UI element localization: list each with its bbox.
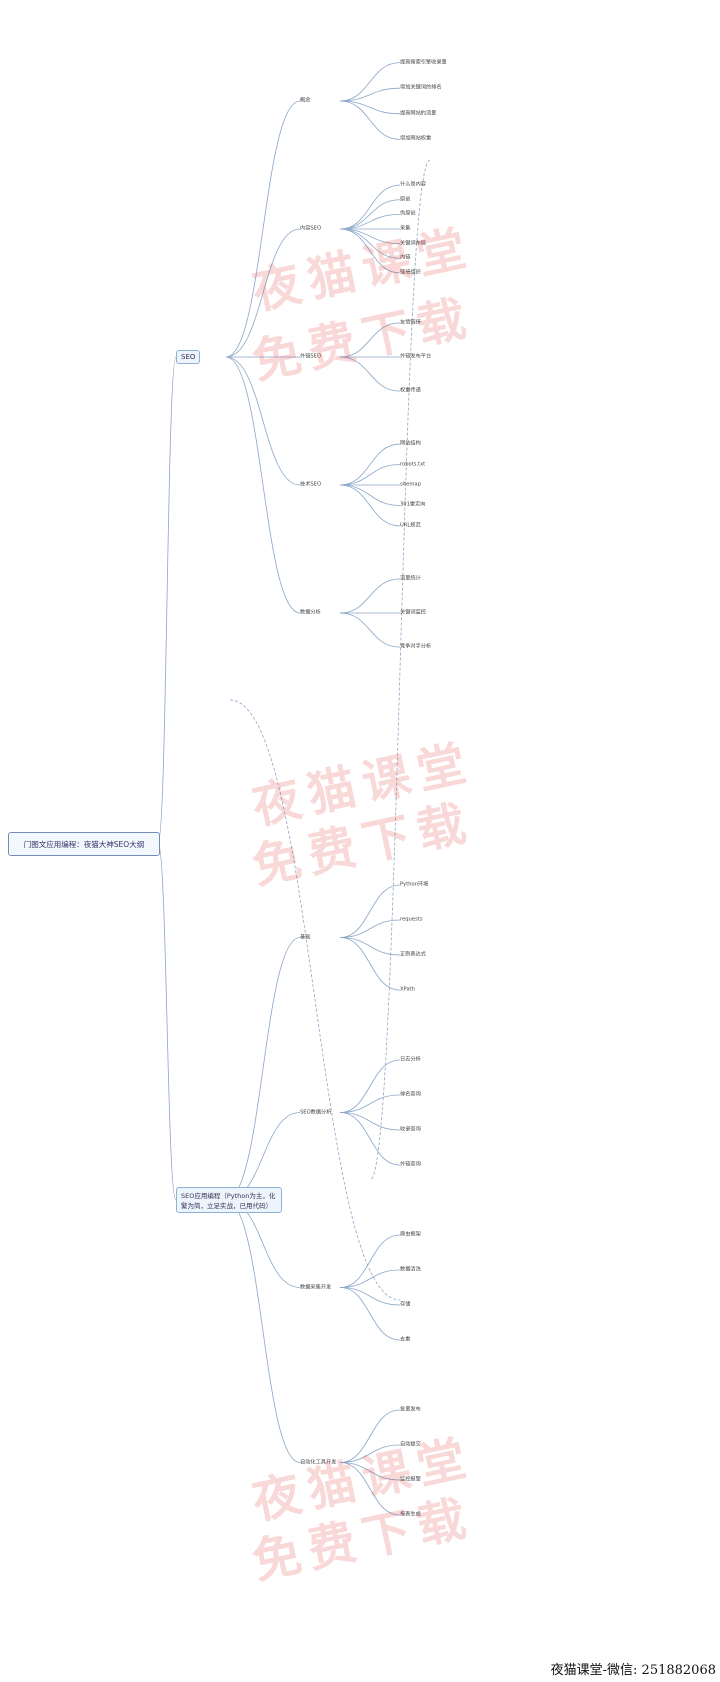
section-to-topic-link bbox=[225, 1199, 301, 1288]
item-node[interactable]: 爬虫框架 bbox=[400, 1231, 421, 1238]
topic-to-item-link bbox=[339, 919, 401, 938]
topic-to-item-link bbox=[339, 1234, 401, 1288]
topic-node[interactable]: 基础 bbox=[300, 934, 311, 940]
topic-to-item-link bbox=[339, 184, 401, 230]
topic-to-item-link bbox=[339, 87, 401, 102]
topic-to-item-link bbox=[339, 1287, 401, 1341]
item-node[interactable]: 增加关键词的排名 bbox=[400, 84, 442, 91]
item-node[interactable]: 排名查询 bbox=[400, 1091, 421, 1098]
topic-to-item-link bbox=[339, 213, 401, 230]
topic-node[interactable]: SEO数据分析 bbox=[300, 1109, 332, 1115]
section-to-topic-link bbox=[225, 1199, 301, 1463]
topic-to-item-link bbox=[339, 937, 401, 991]
topic-node[interactable]: 概念 bbox=[300, 97, 311, 104]
topic-to-item-link bbox=[339, 443, 401, 486]
item-node[interactable]: 数据清洗 bbox=[400, 1266, 421, 1273]
item-node[interactable]: 提高网站的流量 bbox=[400, 110, 437, 117]
cross-reference-link bbox=[369, 159, 431, 1181]
topic-to-item-link bbox=[339, 578, 401, 614]
topic-node[interactable]: 内容SEO bbox=[300, 225, 322, 232]
root-to-section-link bbox=[157, 842, 177, 1201]
topic-node[interactable]: 数据采集开发 bbox=[300, 1284, 332, 1290]
topic-to-item-link bbox=[339, 356, 401, 392]
item-node[interactable]: Python环境 bbox=[400, 881, 429, 888]
item-node[interactable]: 批量发布 bbox=[400, 1406, 421, 1413]
item-node[interactable]: 监控报警 bbox=[400, 1476, 421, 1483]
item-node[interactable]: 链接组织 bbox=[400, 269, 421, 276]
topic-node[interactable]: 数据分析 bbox=[300, 609, 321, 616]
item-node[interactable]: 日志分析 bbox=[400, 1056, 421, 1063]
item-node[interactable]: 增加网站权重 bbox=[400, 135, 432, 142]
cross-reference-link bbox=[229, 699, 401, 1301]
item-node[interactable]: sitemap bbox=[400, 481, 421, 488]
topic-to-item-link bbox=[339, 1112, 401, 1166]
mind-map-root-node[interactable]: 门图文应用编程：夜猫大神SEO大纲 bbox=[8, 832, 160, 856]
topic-to-item-link bbox=[339, 484, 401, 506]
item-node[interactable]: 存储 bbox=[400, 1301, 411, 1308]
item-node[interactable]: 内链 bbox=[400, 254, 411, 261]
topic-to-item-link bbox=[339, 1444, 401, 1463]
item-node[interactable]: 关键词监控 bbox=[400, 609, 426, 616]
topic-to-item-link bbox=[339, 937, 401, 956]
topic-node[interactable]: 技术SEO bbox=[300, 481, 322, 488]
section-to-topic-link bbox=[225, 228, 301, 358]
section-to-topic-link bbox=[225, 937, 301, 1201]
item-node[interactable]: 外链发布平台 bbox=[400, 353, 432, 360]
item-node[interactable]: 提高搜索引擎收录量 bbox=[400, 59, 447, 66]
topic-to-item-link bbox=[339, 228, 401, 259]
root-to-section-link bbox=[157, 356, 177, 844]
section-node[interactable]: SEO bbox=[176, 350, 201, 364]
topic-to-item-link bbox=[339, 464, 401, 486]
topic-to-item-link bbox=[339, 322, 401, 358]
section-to-topic-link bbox=[225, 356, 301, 614]
topic-to-item-link bbox=[339, 612, 401, 648]
topic-to-item-link bbox=[339, 62, 401, 102]
item-node[interactable]: XPath bbox=[400, 986, 415, 993]
topic-to-item-link bbox=[339, 1112, 401, 1131]
topic-node[interactable]: 外链SEO bbox=[300, 353, 322, 360]
topic-to-item-link bbox=[339, 1462, 401, 1516]
item-node[interactable]: 友情链接 bbox=[400, 319, 421, 326]
section-to-topic-link bbox=[225, 356, 301, 486]
topic-node[interactable]: 自动化工具开发 bbox=[300, 1459, 337, 1465]
section-to-topic-link bbox=[225, 100, 301, 358]
item-node[interactable]: 外链查询 bbox=[400, 1161, 421, 1168]
item-node[interactable]: 301重定向 bbox=[400, 501, 426, 508]
topic-to-item-link bbox=[339, 1287, 401, 1306]
topic-to-item-link bbox=[339, 1269, 401, 1288]
item-node[interactable]: 关键词布局 bbox=[400, 240, 426, 247]
item-node[interactable]: 去重 bbox=[400, 1336, 411, 1343]
topic-to-item-link bbox=[339, 100, 401, 115]
item-node[interactable]: requests bbox=[400, 916, 423, 923]
topic-to-item-link bbox=[339, 100, 401, 140]
topic-to-item-link bbox=[339, 1409, 401, 1463]
item-node[interactable]: 报表生成 bbox=[400, 1511, 421, 1518]
item-node[interactable]: 竞争对手分析 bbox=[400, 643, 432, 650]
topic-to-item-link bbox=[339, 1462, 401, 1481]
item-node[interactable]: 原创 bbox=[400, 196, 411, 203]
item-node[interactable]: 自动提交 bbox=[400, 1441, 421, 1448]
item-node[interactable]: 伪原创 bbox=[400, 210, 416, 217]
item-node[interactable]: 流量统计 bbox=[400, 575, 421, 582]
topic-to-item-link bbox=[339, 1059, 401, 1113]
item-node[interactable]: robots.txt bbox=[400, 461, 426, 468]
credit-text: 夜猫课堂-微信: 251882068 bbox=[550, 1663, 716, 1678]
item-node[interactable]: 正则表达式 bbox=[400, 951, 426, 958]
topic-to-item-link bbox=[339, 228, 401, 274]
item-node[interactable]: 什么是内容 bbox=[400, 181, 426, 188]
item-node[interactable]: 权重传递 bbox=[400, 387, 421, 394]
item-node[interactable]: 收录查询 bbox=[400, 1126, 421, 1133]
item-node[interactable]: 网站结构 bbox=[400, 440, 421, 447]
section-node[interactable]: SEO应用编程（Python为主，化繁为简，立足实战，已用代码） bbox=[176, 1187, 282, 1213]
item-node[interactable]: URL规范 bbox=[400, 522, 421, 529]
topic-to-item-link bbox=[339, 484, 401, 527]
item-node[interactable]: 采集 bbox=[400, 225, 411, 232]
topic-to-item-link bbox=[339, 1094, 401, 1113]
topic-to-item-link bbox=[339, 884, 401, 938]
